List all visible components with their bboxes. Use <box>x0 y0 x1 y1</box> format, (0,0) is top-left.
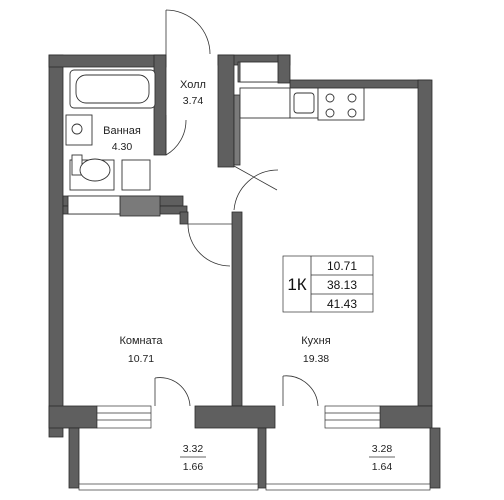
windows <box>96 405 381 429</box>
doors <box>154 9 319 407</box>
kitchen-area: 19.38 <box>303 353 329 365</box>
balcony-glazing <box>78 483 431 491</box>
kitchen-name: Кухня <box>301 335 330 347</box>
total-area-with-balcony: 41.43 <box>327 297 357 311</box>
room-area: 10.71 <box>128 353 154 365</box>
total-area: 38.13 <box>327 278 357 292</box>
walls <box>48 54 441 489</box>
hall-area: 3.74 <box>183 95 204 107</box>
bathroom-fixtures <box>65 69 156 215</box>
balcony-right-area-reduced: 1.64 <box>372 461 393 473</box>
bathroom-name: Ванная <box>103 125 141 137</box>
balcony-left-area-reduced: 1.66 <box>183 461 204 473</box>
balcony-right-area: 3.28 <box>372 443 393 455</box>
hall-name: Холл <box>180 79 206 91</box>
room-labels: Холл 3.74 Ванная 4.30 Комната 10.71 Кухн… <box>103 79 395 473</box>
bathroom-area: 4.30 <box>112 141 133 153</box>
living-area: 10.71 <box>327 259 357 273</box>
balcony-left-area: 3.32 <box>183 443 204 455</box>
kitchen-fixtures <box>239 61 365 121</box>
apartment-type: 1К <box>287 275 306 294</box>
room-name: Комната <box>119 335 163 347</box>
summary-badge: 1К 10.71 38.13 41.43 <box>282 255 374 313</box>
